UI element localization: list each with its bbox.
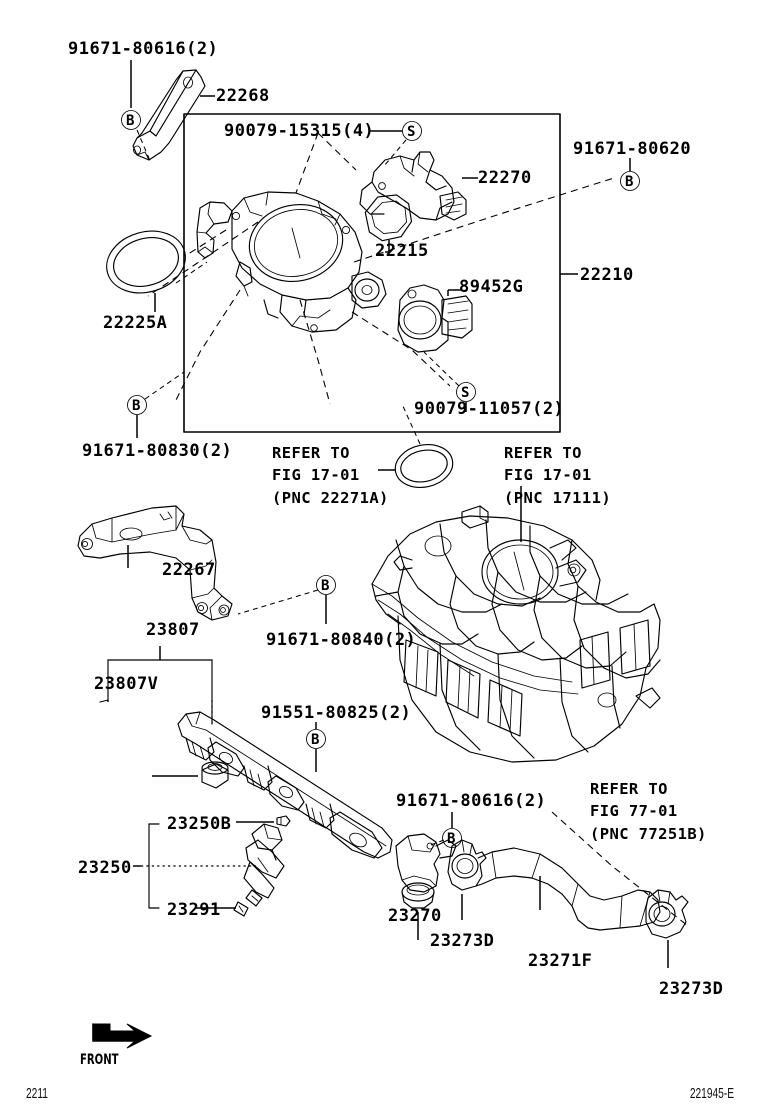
label-22210: 22210	[580, 265, 634, 285]
part-22210-throttle-body	[196, 191, 387, 333]
marker-s-2-circle	[456, 382, 476, 402]
label-22215: 22215	[375, 241, 429, 261]
label-91671-80620: 91671-80620	[573, 139, 692, 159]
label-91671-80840: 91671-80840(2)	[266, 630, 417, 650]
label-22268: 22268	[216, 86, 270, 106]
leader-b1-dash	[136, 129, 152, 164]
marker-b-1-circle	[121, 110, 141, 130]
marker-b-2-circle	[620, 171, 640, 191]
label-22267: 22267	[162, 560, 216, 580]
refer-block-17111: REFER TO FIG 17-01 (PNC 17111)	[504, 444, 612, 507]
label-23250B: 23250B	[167, 814, 232, 834]
drawing-code: 221945-E	[689, 1085, 734, 1102]
refer-block-77251B: REFER TO FIG 77-01 (PNC 77251B)	[590, 780, 707, 843]
marker-b-1: B	[126, 113, 135, 129]
refer-22271A-gasket-ring	[378, 403, 454, 488]
marker-b-6: B	[447, 831, 456, 847]
marker-b-5-circle	[306, 729, 326, 749]
part-22270-valve	[359, 151, 478, 221]
part-22215-gasket	[364, 194, 413, 253]
label-22225A: 22225A	[103, 313, 168, 333]
label-22270: 22270	[478, 168, 532, 188]
part-23273D-clamp-left	[447, 839, 487, 920]
marker-s-1: S	[407, 124, 416, 140]
label-91671-80830: 91671-80830(2)	[82, 441, 233, 461]
front-direction-arrow	[92, 1023, 153, 1049]
dash-refer-77251B	[551, 811, 689, 927]
marker-b-2: B	[625, 174, 634, 190]
label-23291: 23291	[167, 900, 221, 920]
label-23273D-left: 23273D	[430, 931, 495, 951]
marker-s-1-circle	[402, 121, 422, 141]
marker-b-5: B	[311, 732, 320, 748]
part-23250-injector	[133, 815, 291, 917]
label-23250: 23250	[78, 858, 132, 878]
part-23270-valve	[395, 833, 457, 940]
label-23270: 23270	[388, 906, 442, 926]
marker-b-4: B	[321, 578, 330, 594]
part-22268-bracket	[132, 69, 206, 161]
part-89452G-sensor	[397, 284, 473, 353]
label-23271F: 23271F	[528, 951, 593, 971]
sheet-number: 2211	[26, 1085, 48, 1102]
label-23273D-right: 23273D	[659, 979, 724, 999]
label-23807: 23807	[146, 620, 200, 640]
label-90079-15315: 90079-15315(4)	[224, 121, 375, 141]
marker-b-3: B	[132, 398, 141, 414]
label-91671-80616-bottom: 91671-80616(2)	[396, 791, 547, 811]
marker-b-4-circle	[316, 575, 336, 595]
group-box-22210	[183, 113, 561, 433]
refer-block-22271A: REFER TO FIG 17-01 (PNC 22271A)	[272, 444, 389, 507]
label-91551-80825: 91551-80825(2)	[261, 703, 412, 723]
dash-90079-15315	[317, 132, 357, 171]
part-23273D-clamp-right	[645, 889, 689, 968]
label-89452G: 89452G	[459, 277, 524, 297]
front-label: FRONT	[80, 1052, 119, 1068]
label-91671-80616-top: 91671-80616(2)	[68, 39, 219, 59]
part-22225A-gasket	[106, 230, 208, 312]
marker-b-3-circle	[127, 395, 147, 415]
marker-s-2: S	[461, 385, 470, 401]
part-22267-bracket	[77, 505, 233, 621]
part-23271F-hose	[475, 847, 661, 931]
label-23807V: 23807V	[94, 674, 159, 694]
part-intake-manifold	[371, 486, 661, 763]
label-90079-11057: 90079-11057(2)	[414, 399, 565, 419]
part-23807-fuel-rail	[99, 646, 393, 859]
